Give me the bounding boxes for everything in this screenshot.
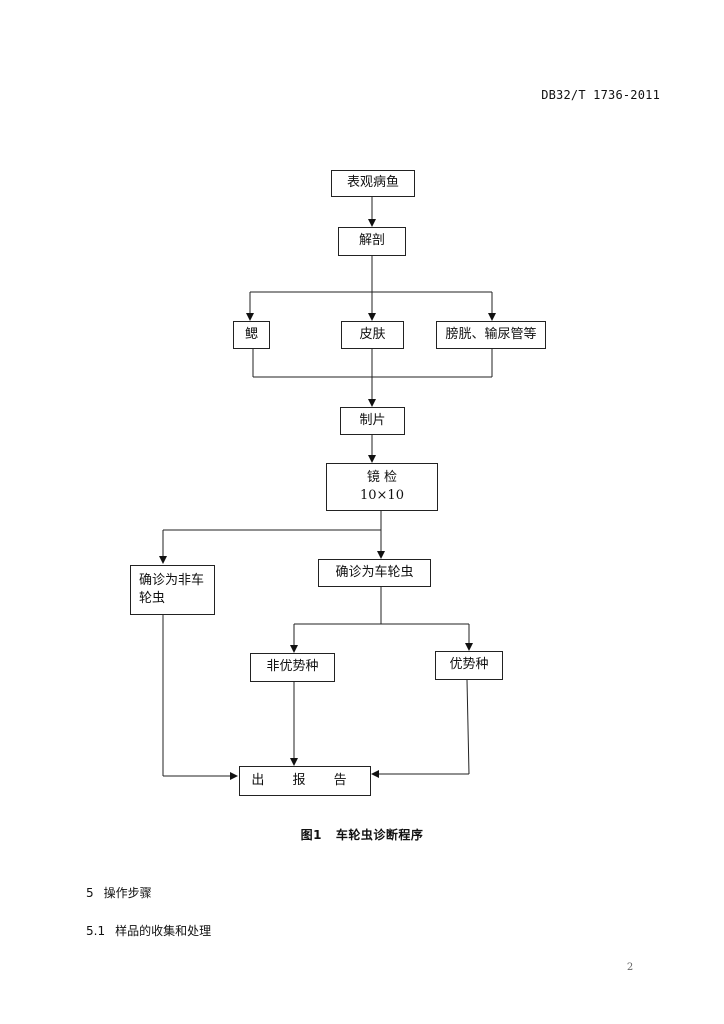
node-dissect: 解剖 bbox=[338, 227, 406, 256]
node-confirmed-trichodina: 确诊为车轮虫 bbox=[318, 559, 431, 587]
figure-title: 车轮虫诊断程序 bbox=[335, 828, 424, 842]
page-number: 2 bbox=[626, 962, 634, 973]
section-heading: 5 操作步骤 bbox=[86, 884, 152, 901]
section-number: 5 bbox=[86, 886, 94, 900]
subsection-heading: 5.1 样品的收集和处理 bbox=[86, 922, 211, 939]
node-dominant-species: 优势种 bbox=[435, 651, 503, 680]
node-non-dominant-species: 非优势种 bbox=[250, 653, 335, 682]
report-label: 出 报 告 bbox=[251, 772, 359, 788]
figure-number: 图1 bbox=[300, 828, 322, 842]
node-gills: 鳃 bbox=[233, 321, 270, 349]
node-bladder-ureter: 膀胱、输尿管等 bbox=[436, 321, 546, 349]
section-title: 操作步骤 bbox=[103, 886, 152, 900]
node-skin: 皮肤 bbox=[341, 321, 404, 349]
microscope-exam-magnification: 10×10 bbox=[360, 488, 404, 503]
figure-caption: 图1 车轮虫诊断程序 bbox=[0, 826, 724, 843]
node-microscope-exam: 镜 检 10×10 bbox=[326, 463, 438, 511]
node-diseased-fish: 表观病鱼 bbox=[331, 170, 415, 197]
microscope-exam-title: 镜 检 bbox=[366, 469, 398, 485]
node-not-trichodina: 确诊为非车轮虫 bbox=[130, 565, 215, 615]
node-slide-prep: 制片 bbox=[340, 407, 405, 435]
node-issue-report: 出 报 告 bbox=[239, 766, 371, 796]
subsection-number: 5.1 bbox=[86, 924, 106, 938]
subsection-title: 样品的收集和处理 bbox=[115, 924, 212, 938]
document-code: DB32/T 1736-2011 bbox=[541, 88, 660, 102]
